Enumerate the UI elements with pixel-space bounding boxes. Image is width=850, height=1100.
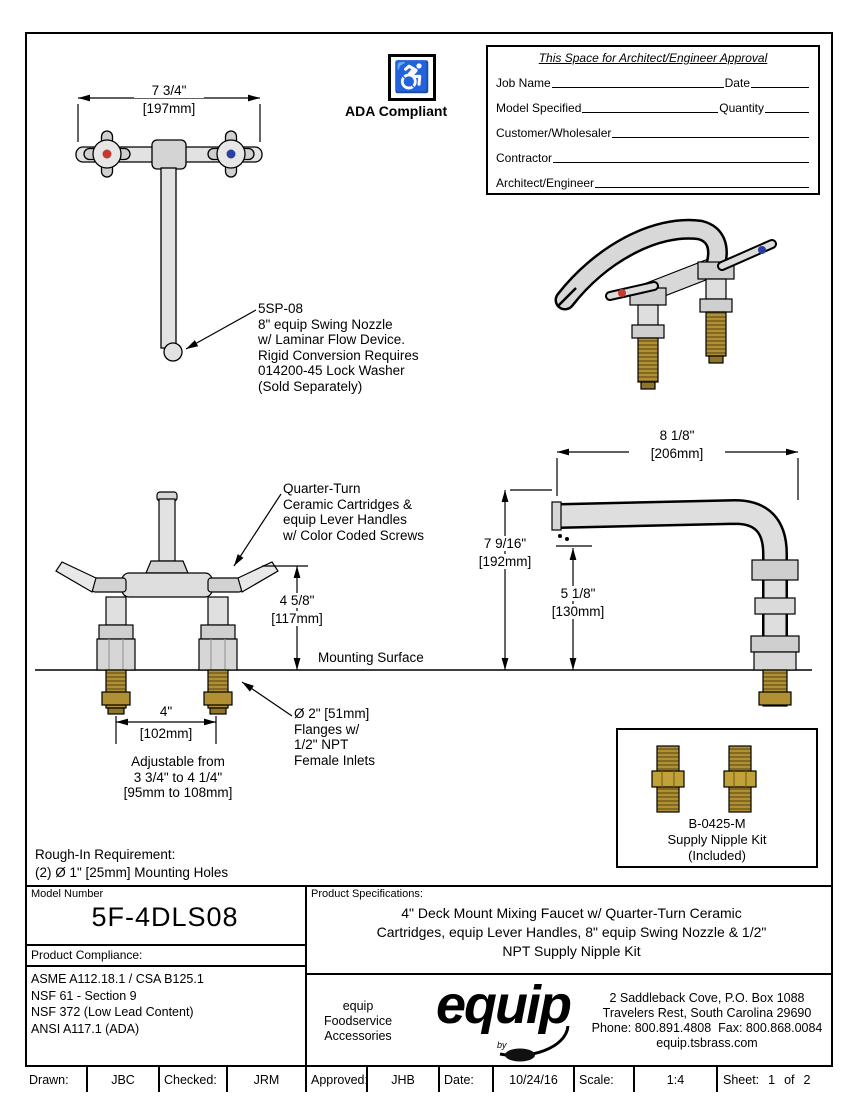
sheet-cell: Sheet: 1 of 2: [718, 1067, 833, 1092]
approval-row-customer: Customer/Wholesaler: [496, 117, 810, 142]
quantity-write-line[interactable]: [765, 112, 809, 113]
titleblock-top-border: [25, 885, 833, 887]
quantity-label: Quantity: [719, 101, 764, 115]
dim-spread-inches: 7 3/4": [134, 83, 204, 98]
adjustable-note: Adjustable from 3 3/4" to 4 1/4" [95mm t…: [123, 754, 233, 800]
model-number-divider: [25, 944, 305, 946]
dim-outlet-mm: [130mm]: [537, 604, 619, 619]
compliance-item: NSF 61 - Section 9: [31, 988, 137, 1003]
footer-row: Drawn: JBC Checked: JRM Approved: JHB Da…: [25, 1065, 833, 1092]
checked-value: JRM: [228, 1067, 307, 1092]
compliance-item: NSF 372 (Low Lead Content): [31, 1005, 194, 1019]
date-field-label: Date:: [440, 1067, 494, 1092]
dim-deck-height-mm: [117mm]: [260, 611, 334, 626]
ada-compliant-label: ADA Compliant: [345, 103, 448, 119]
scale-label: Scale:: [575, 1067, 635, 1092]
approval-box: This Space for Architect/Engineer Approv…: [486, 45, 820, 195]
dim-reach-inches: 8 1/8": [637, 428, 717, 443]
job-name-write-line[interactable]: [551, 87, 724, 88]
dim-height-inches: 7 9/16": [465, 536, 545, 551]
supply-kit-model: B-0425-M: [688, 816, 746, 831]
model-specified-write-line[interactable]: [582, 112, 719, 113]
supply-kit-name: Supply Nipple Kit: [667, 832, 767, 847]
supply-kit-note: (Included): [688, 848, 746, 863]
customer-write-line[interactable]: [612, 137, 809, 138]
approval-title: This Space for Architect/Engineer Approv…: [538, 51, 768, 65]
contractor-write-line[interactable]: [553, 162, 809, 163]
specs-text: 4" Deck Mount Mixing Faucet w/ Quarter-T…: [376, 905, 767, 959]
specs-label: Product Specifications:: [311, 888, 423, 900]
checked-label: Checked:: [160, 1067, 228, 1092]
date-label: Date: [724, 76, 750, 90]
cartridge-callout: Quarter-Turn Ceramic Cartridges & equip …: [283, 481, 425, 543]
sheet-total: 2: [803, 1072, 811, 1087]
dim-outlet-inches: 5 1/8": [545, 586, 611, 601]
approved-label: Approved:: [307, 1067, 368, 1092]
dim-reach-mm: [206mm]: [629, 446, 725, 461]
approved-value: JHB: [368, 1067, 440, 1092]
nozzle-callout: 5SP-08 8" equip Swing Nozzle w/ Laminar …: [258, 301, 419, 394]
supply-kit-box: [616, 728, 818, 868]
brand-small-text: equip Foodservice Accessories: [323, 999, 393, 1043]
flange-callout: Ø 2" [51mm] Flanges w/ 1/2" NPT Female I…: [294, 706, 376, 768]
dim-centers-mm: [102mm]: [129, 726, 203, 741]
drawn-value: JBC: [88, 1067, 160, 1092]
date-write-line[interactable]: [751, 87, 809, 88]
titleblock-vertical-divider: [305, 885, 307, 1067]
architect-engineer-label: Architect/Engineer: [496, 176, 595, 190]
compliance-label: Product Compliance:: [31, 948, 143, 962]
compliance-item: ANSI A117.1 (ADA): [31, 1021, 140, 1036]
ada-symbol-box: ♿: [388, 54, 436, 101]
approval-row-architect: Architect/Engineer: [496, 167, 810, 192]
equip-logo: equip: [436, 975, 572, 1035]
approval-row-model-specified: Model Specified Quantity: [496, 92, 810, 117]
sheet-page: 1: [768, 1072, 776, 1087]
date-value: 10/24/16: [494, 1067, 575, 1092]
company-address: 2 Saddleback Cove, P.O. Box 1088 Travele…: [591, 991, 823, 1050]
dim-spread-mm: [197mm]: [130, 101, 208, 116]
drawn-label: Drawn:: [25, 1067, 88, 1092]
sheet-of: of: [784, 1072, 795, 1087]
rough-in-title: Rough-In Requirement:: [35, 847, 176, 862]
approval-row-contractor: Contractor: [496, 142, 810, 167]
sheet-label: Sheet:: [723, 1072, 760, 1087]
job-name-label: Job Name: [496, 76, 551, 90]
compliance-item: ASME A112.18.1 / CSA B125.1: [31, 972, 204, 986]
customer-wholesaler-label: Customer/Wholesaler: [496, 126, 612, 140]
model-specified-label: Model Specified: [496, 101, 582, 115]
contractor-label: Contractor: [496, 151, 553, 165]
dim-deck-height-inches: 4 5/8": [266, 593, 328, 608]
wheelchair-icon: ♿: [393, 60, 431, 94]
compliance-list: ASME A112.18.1 / CSA B125.1 NSF 61 - Sec…: [31, 971, 204, 1037]
dim-centers-inches: 4": [146, 704, 186, 719]
model-number-label: Model Number: [31, 888, 104, 900]
approval-row-job-name: Job Name Date: [496, 67, 810, 92]
specs-divider: [305, 973, 833, 975]
mounting-surface-label: Mounting Surface: [318, 650, 424, 665]
compliance-divider: [25, 965, 305, 967]
rough-in-detail: (2) Ø 1" [25mm] Mounting Holes: [35, 865, 229, 880]
model-number: 5F-4DLS08: [91, 902, 239, 932]
dim-height-mm: [192mm]: [461, 554, 549, 569]
logo-by-text: by: [497, 1040, 507, 1050]
architect-write-line[interactable]: [595, 187, 809, 188]
scale-value: 1:4: [635, 1067, 718, 1092]
